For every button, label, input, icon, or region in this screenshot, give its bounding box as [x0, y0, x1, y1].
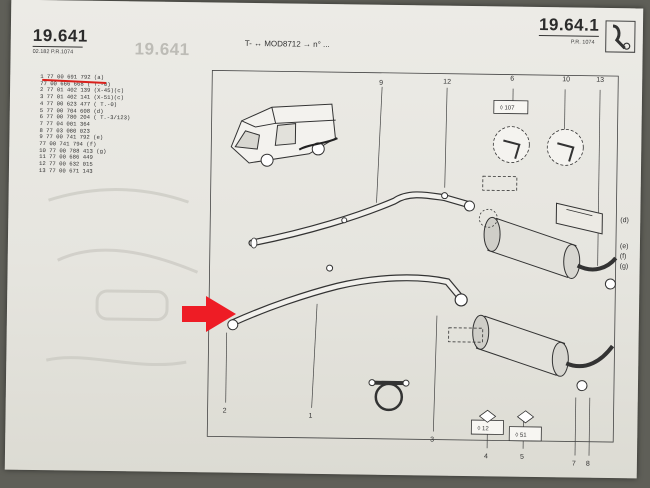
callout-9: 9 [379, 80, 383, 87]
catalog-page: 19.641 02.182 P.R.1074 19.641 T- ↔ MOD87… [4, 0, 644, 479]
hanger-details [326, 126, 584, 343]
exhaust-section-icon [605, 20, 636, 53]
exhaust-diagram: ◊ 107 ◊ 12 ◊ 51 9 12 6 10 13 2 1 3 4 5 7… [206, 70, 629, 468]
side-letter-e: (e) [620, 243, 629, 250]
clamp-part [368, 379, 410, 412]
ghost-illustration [45, 188, 199, 366]
box-label-107: ◊ 107 [500, 104, 515, 111]
diamond-label-boxes: ◊ 107 ◊ 12 ◊ 51 [470, 99, 542, 442]
pipe-upper [248, 191, 475, 249]
van-illustration [230, 103, 338, 167]
callout-1: 1 [308, 413, 312, 420]
callout-13: 13 [596, 77, 604, 84]
muffler-lower [472, 314, 615, 392]
callout-7: 7 [572, 460, 576, 467]
callout-8: 8 [586, 461, 590, 468]
callout-4: 4 [484, 453, 488, 460]
red-arrow-icon [182, 296, 236, 332]
callout-5: 5 [520, 454, 524, 461]
callout-6: 6 [510, 76, 514, 83]
box-label-51: ◊ 51 [515, 432, 527, 439]
side-letter-f: (f) [620, 253, 627, 260]
side-letter-d: (d) [620, 217, 629, 224]
callout-10: 10 [562, 76, 570, 83]
side-letter-g: (g) [620, 263, 629, 270]
muffler-upper [478, 208, 618, 290]
callout-3: 3 [430, 437, 434, 444]
callout-2: 2 [223, 408, 227, 415]
box-label-12: ◊ 12 [477, 425, 489, 432]
callout-12: 12 [443, 79, 451, 86]
pipe-lower [227, 274, 468, 331]
bracket-part [555, 202, 603, 235]
